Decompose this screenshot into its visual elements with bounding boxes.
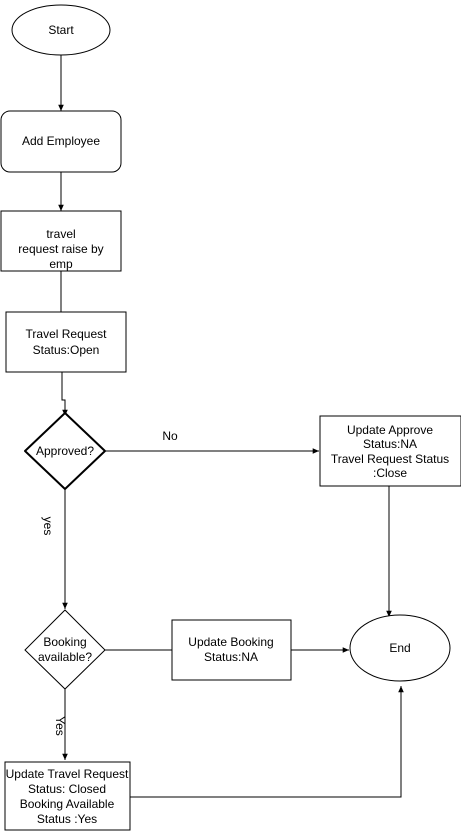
edge-label-yes-booking: Yes: [53, 716, 67, 736]
update-booking-line-1: Update Booking: [188, 635, 273, 649]
travel-request-raise-node: travel request raise by emp: [0, 210, 122, 272]
update-approve-line-1: Update Approve: [347, 423, 433, 437]
update-travel-request-line-3: Booking Available: [20, 797, 115, 811]
start-node: Start: [11, 4, 111, 56]
update-approve-line-4: :Close: [373, 466, 407, 480]
status-open-line-2: Status:Open: [33, 343, 100, 357]
update-travel-request-line-1: Update Travel Request: [6, 767, 129, 781]
update-travel-request-line-4: Status :Yes: [37, 812, 97, 826]
booking-available-line-1: Booking: [43, 635, 86, 649]
booking-available-decision-node: Booking available?: [24, 609, 106, 690]
update-booking-line-2: Status:NA: [204, 650, 258, 664]
add-employee-node: Add Employee: [0, 110, 122, 173]
end-node: End: [349, 614, 451, 682]
travel-request-status-open-node: Travel Request Status:Open: [5, 311, 127, 373]
edge-update-travel-to-end: [130, 686, 404, 798]
start-label: Start: [48, 23, 74, 37]
end-label: End: [389, 641, 410, 655]
update-approve-line-3: Travel Request Status: [331, 452, 449, 466]
edge-label-yes-approved: yes: [41, 517, 55, 536]
update-approve-line-2: Status:NA: [363, 437, 417, 451]
travel-request-raise-line-2: request raise by: [18, 242, 103, 256]
edge-status-open-to-approved: [61, 372, 68, 416]
edge-label-no: No: [162, 429, 178, 443]
travel-request-raise-line-3: emp: [49, 257, 73, 271]
status-open-line-1: Travel Request: [26, 327, 108, 341]
update-travel-request-node: Update Travel Request Status: Closed Boo…: [4, 761, 131, 831]
edges: [58, 55, 404, 798]
update-approve-node: Update Approve Status:NA Travel Request …: [319, 415, 461, 487]
add-employee-label: Add Employee: [22, 134, 100, 148]
approved-label: Approved?: [36, 444, 94, 458]
booking-available-line-2: available?: [38, 650, 92, 664]
update-travel-request-line-2: Status: Closed: [28, 782, 106, 796]
update-booking-node: Update Booking Status:NA: [171, 619, 292, 681]
travel-request-raise-line-1: travel: [46, 227, 75, 241]
approved-decision-node: Approved?: [24, 412, 106, 490]
